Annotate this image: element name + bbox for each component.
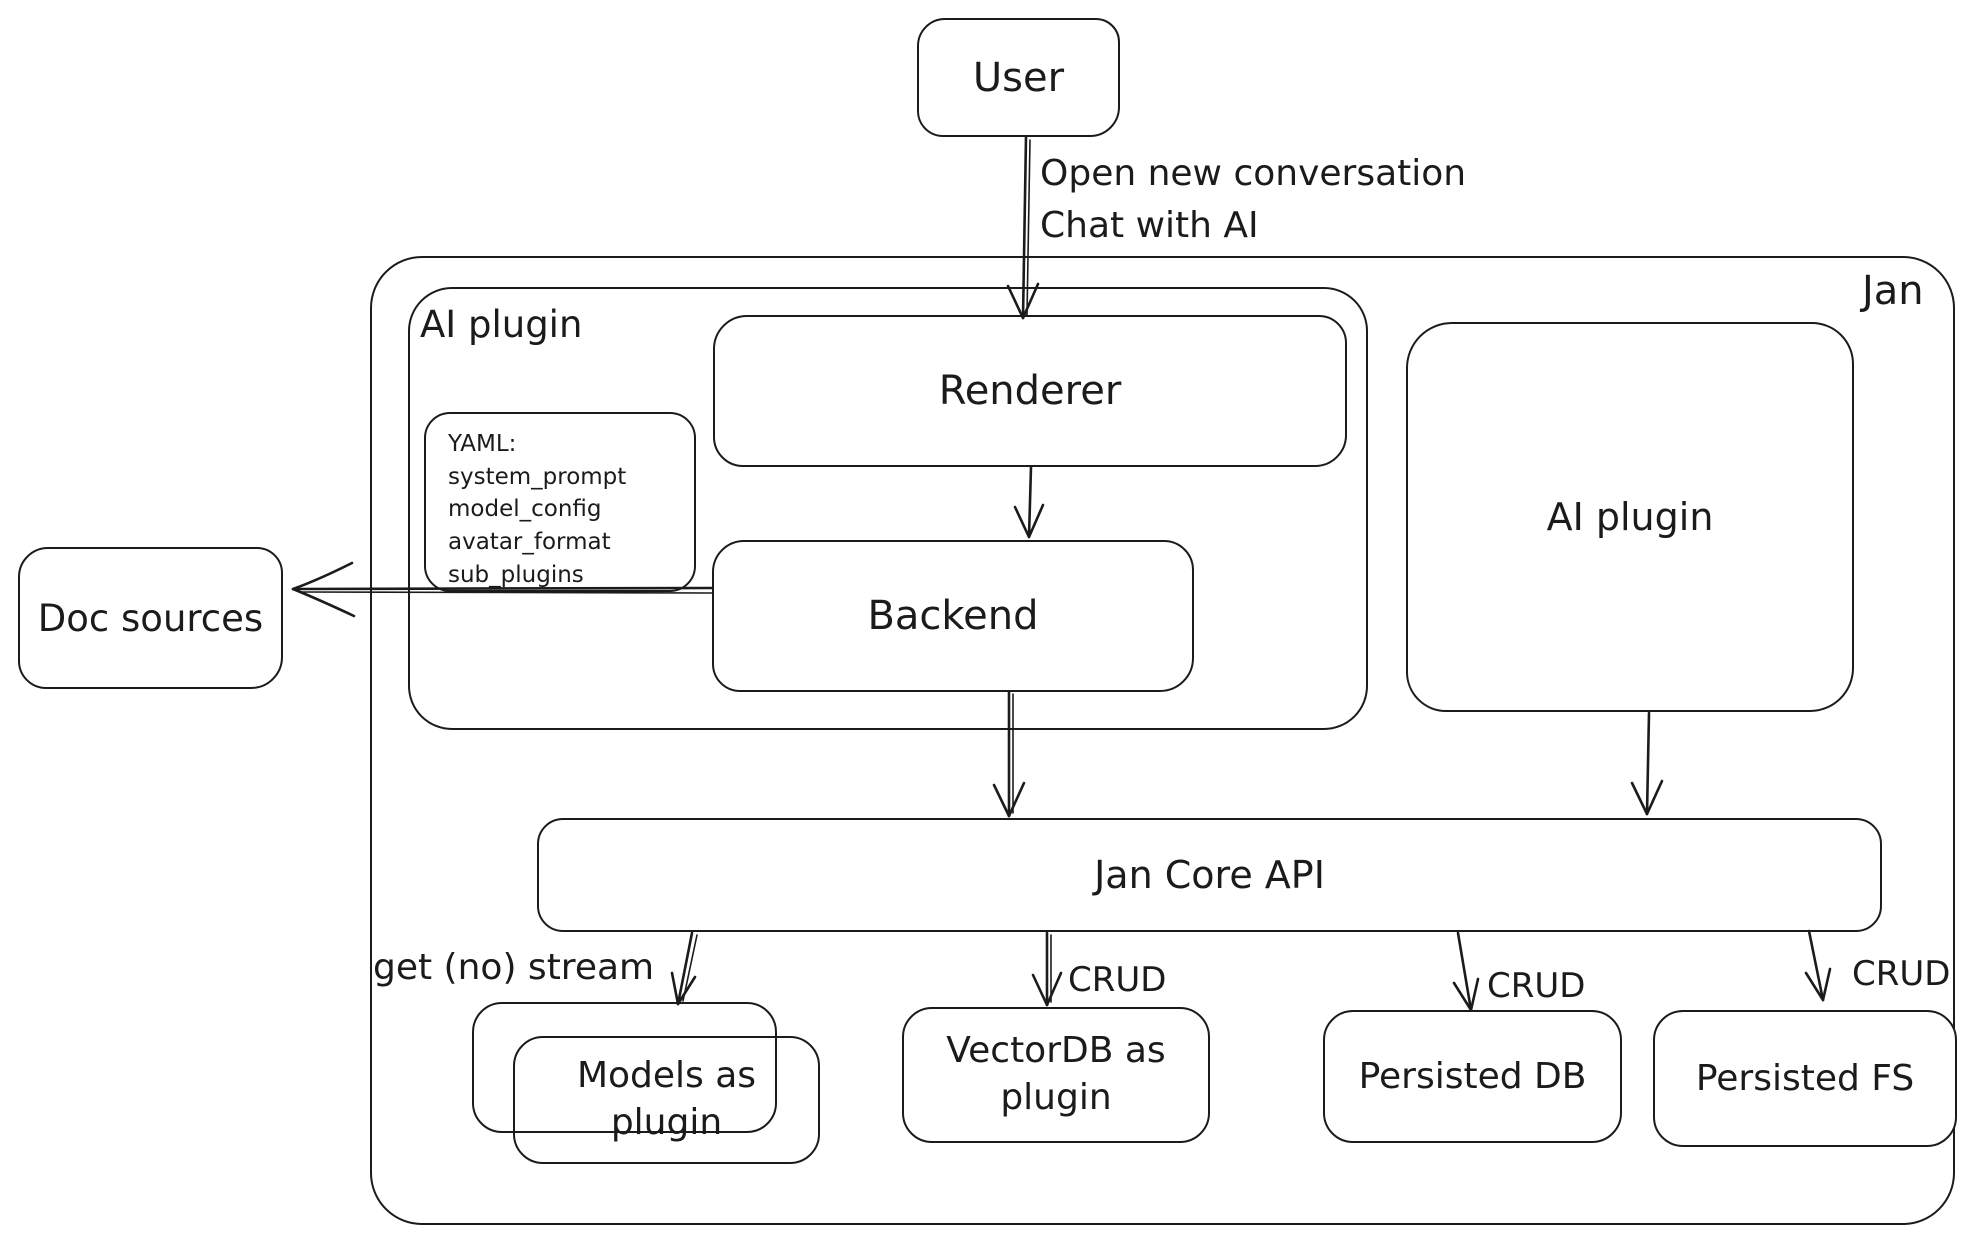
node-models-plugin: Models as plugin [513,1036,820,1164]
models-plugin-back-box [472,1002,777,1133]
yaml-note: YAML: system_prompt model_config avatar_… [424,412,696,592]
jan-container [370,256,1955,1225]
ai-plugin-group-container [408,287,1368,730]
edge-label-crud-vectordb: CRUD [1068,960,1167,1000]
yaml-note-line: sub_plugins [448,561,584,588]
node-doc-sources: Doc sources [18,547,283,689]
node-user: User [917,18,1120,137]
yaml-note-line: model_config [448,496,602,523]
node-renderer: Renderer [713,315,1347,467]
node-ai-plugin: AI plugin [1406,322,1854,712]
node-vectordb-plugin: VectorDB as plugin [902,1007,1210,1143]
jan-container-label: Jan [1862,268,1924,314]
node-persisted-fs: Persisted FS [1653,1010,1957,1147]
ai-plugin-group-label: AI plugin [420,303,583,346]
yaml-note-title: YAML: [448,431,517,457]
edge-label-user-action: Open new conversation Chat with AI [1040,153,1467,247]
node-jan-core-api: Jan Core API [537,818,1882,932]
yaml-note-line: avatar_format [448,528,611,555]
yaml-note-line: system_prompt [448,463,627,490]
node-backend: Backend [712,540,1194,692]
edge-label-crud-persisted-fs: CRUD [1852,954,1951,994]
edge-label-crud-persisted-db: CRUD [1487,966,1586,1006]
node-persisted-db: Persisted DB [1323,1010,1622,1143]
edge-label-get-no-stream: get (no) stream [373,947,655,988]
